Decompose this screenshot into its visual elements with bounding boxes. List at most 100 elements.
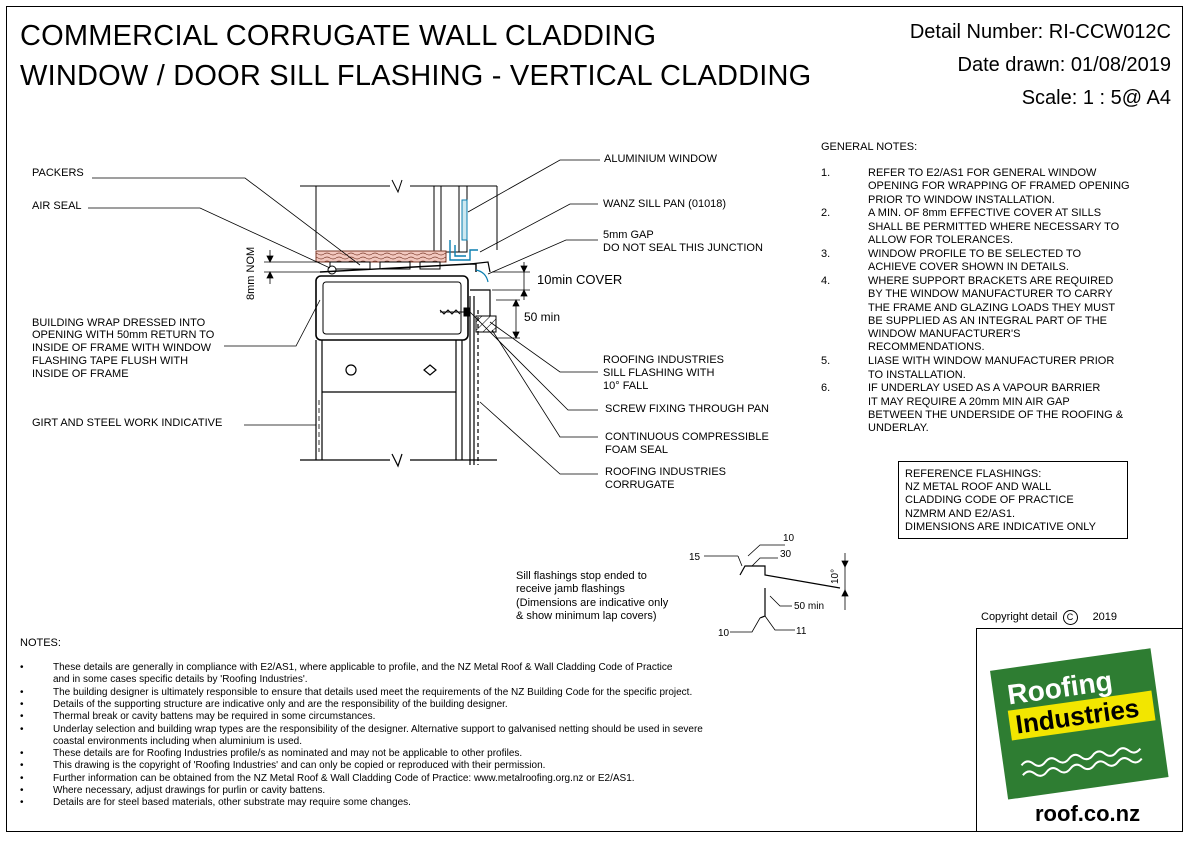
sill-flashing [470, 289, 491, 316]
general-note-line: REFER TO E2/AS1 FOR GENERAL WINDOW [868, 167, 1097, 179]
drawing-frame [6, 6, 1183, 832]
general-note-line: RECOMMENDATIONS. [868, 341, 985, 354]
note-text: coastal environments including when alum… [53, 735, 303, 747]
label-corrugate-1: ROOFING INDUSTRIES [605, 466, 727, 478]
label-air-seal: AIR SEAL [32, 200, 82, 212]
copyright: Copyright detail C 2019 [981, 610, 1117, 625]
framing-top [300, 179, 498, 250]
logo-box: Roofing Industries roof.co.nz [976, 628, 1183, 832]
leader-lines [88, 159, 600, 475]
dim-50min [496, 299, 520, 339]
notes-title: NOTES: [20, 637, 61, 649]
note-text: Further information can be obtained from… [53, 772, 635, 784]
scale: Scale: 1 : 5@ A4 [1021, 87, 1171, 109]
ref-line-2: NZ METAL ROOF AND WALL [905, 481, 1052, 494]
general-note-line: LIASE WITH WINDOW MANUFACTURER PRIOR [868, 355, 1115, 368]
note-text: The building designer is ultimately resp… [53, 686, 693, 698]
label-wanz-sill-pan: WANZ SILL PAN (01018) [603, 198, 727, 210]
general-note-line: OPENING FOR WRAPPING OF FRAMED OPENING [868, 180, 1130, 193]
note-text: Underlay selection and building wrap typ… [53, 723, 703, 735]
general-note-line: ACHIEVE COVER SHOWN IN DETAILS. [868, 261, 1069, 274]
label-wrap-5: INSIDE OF FRAME [32, 368, 129, 380]
bullet-icon: • [20, 748, 24, 760]
note-text: Details are for steel based materials, o… [53, 797, 411, 809]
label-wrap-3: INSIDE OF FRAME WITH WINDOW [32, 342, 212, 354]
ref-line-1: REFERENCE FLASHINGS: [905, 468, 1042, 480]
label-sill-flashing-2: SILL FLASHING WITH [603, 367, 715, 379]
ref-line-3: CLADDING CODE OF PRACTICE [905, 494, 1074, 507]
reference-flashings-box: REFERENCE FLASHINGS: NZ METAL ROOF AND W… [898, 461, 1128, 539]
label-wrap-1: BUILDING WRAP DRESSED INTO [32, 317, 206, 329]
general-note-line: SHALL BE PERMITTED WHERE NECESSARY TO [868, 220, 1120, 233]
date-drawn: Date drawn: 01/08/2019 [957, 54, 1172, 76]
label-girt: GIRT AND STEEL WORK INDICATIVE [32, 417, 223, 429]
bullet-icon: • [20, 785, 24, 796]
general-note-line: BE SUPPLIED AS AN INTEGRAL PART OF THE [868, 314, 1108, 327]
bullet-icon: • [20, 711, 24, 723]
label-10min-cover: 10min COVER [537, 272, 623, 287]
bullet-icon: • [20, 797, 24, 809]
note-text: These details are for Roofing Industries… [53, 748, 523, 760]
general-note-line: THE FRAME AND GLAZING LOADS THEY MUST [868, 301, 1116, 314]
label-aluminium-window: ALUMINIUM WINDOW [604, 153, 718, 165]
ref-line-5: DIMENSIONS ARE INDICATIVE ONLY [905, 520, 1096, 533]
label-gap-2: DO NOT SEAL THIS JUNCTION [603, 242, 763, 254]
general-note-line: IT MAY REQUIRE A 20mm MIN AIR GAP [868, 395, 1070, 408]
bullet-icon: • [20, 723, 24, 735]
dim-10min [492, 262, 530, 300]
label-foam-2: FOAM SEAL [605, 444, 668, 456]
note-text: Where necessary, adjust drawings for pur… [53, 785, 326, 796]
title-line-1: COMMERCIAL CORRUGATE WALL CLADDING [20, 20, 657, 52]
general-note-line: A MIN. OF 8mm EFFECTIVE COVER AT SILLS [868, 207, 1102, 220]
general-note-number: 5. [821, 355, 831, 368]
label-sill-flashing-1: ROOFING INDUSTRIES [603, 354, 725, 366]
label-gap-1: 5mm GAP [603, 229, 654, 241]
note-text: Details of the supporting structure are … [53, 698, 508, 710]
label-50min: 50 min [524, 310, 561, 324]
label-screw-fixing: SCREW FIXING THROUGH PAN [605, 403, 769, 415]
general-note-line: WINDOW PROFILE TO BE SELECTED TO [868, 247, 1082, 260]
note-text: and in some cases specific details by 'R… [53, 674, 308, 686]
general-note-line: WINDOW MANUFACTURER'S [868, 328, 1021, 341]
note-text: This drawing is the copyright of 'Roofin… [53, 760, 546, 772]
bullet-icon: • [20, 662, 24, 673]
label-foam-1: CONTINUOUS COMPRESSIBLE [605, 431, 769, 443]
copyright-text: Copyright detail [981, 611, 1058, 623]
dim-8mm [264, 250, 320, 284]
note-text: These details are generally in complianc… [53, 662, 673, 673]
general-note-line: PRIOR TO WINDOW INSTALLATION. [868, 193, 1055, 206]
general-note-line: TO INSTALLATION. [868, 368, 966, 381]
general-note-line: ALLOW FOR TOLERANCES. [868, 234, 1014, 246]
roofing-industries-logo: Roofing Industries roof.co.nz [990, 648, 1169, 826]
girt-section [315, 275, 469, 341]
copyright-icon: C [1062, 610, 1078, 625]
label-8mm-nom: 8mm NOM [245, 246, 257, 300]
logo-url: roof.co.nz [1035, 801, 1140, 826]
bullet-icon: • [20, 760, 24, 772]
profile-note-3: (Dimensions are indicative only [516, 597, 669, 609]
general-note-number: 1. [821, 167, 831, 179]
bullet-icon: • [20, 686, 24, 698]
steel-work [300, 340, 497, 468]
detail-number: Detail Number: RI-CCW012C [909, 21, 1171, 43]
general-note-number: 2. [821, 207, 831, 220]
note-text: Thermal break or cavity battens may be r… [53, 711, 376, 723]
title-line-2: WINDOW / DOOR SILL FLASHING - VERTICAL C… [20, 60, 812, 92]
ref-line-4: NZMRM AND E2/AS1. [905, 507, 1016, 520]
label-corrugate-2: CORRUGATE [605, 479, 675, 491]
profile-note-2: receive jamb flashings [516, 583, 625, 595]
general-note-number: 6. [821, 382, 831, 395]
general-note-line: IF UNDERLAY USED AS A VAPOUR BARRIER [868, 382, 1101, 395]
general-notes-title: GENERAL NOTES: [821, 141, 918, 153]
general-note-line: BETWEEN THE UNDERSIDE OF THE ROOFING & [868, 408, 1124, 421]
label-wrap-2: OPENING WITH 50mm RETURN TO [32, 329, 215, 341]
general-note-line: UNDERLAY. [868, 422, 929, 435]
profile-note-1: Sill flashings stop ended to [516, 570, 647, 582]
profile-note-4: & show minimum lap covers) [516, 610, 657, 622]
label-sill-flashing-3: 10° FALL [603, 380, 649, 392]
corrugate-cladding [469, 296, 479, 465]
general-note-number: 3. [821, 247, 831, 260]
aluminium-window-frame [433, 185, 478, 261]
general-note-line: BY THE WINDOW MANUFACTURER TO CARRY [868, 288, 1113, 301]
